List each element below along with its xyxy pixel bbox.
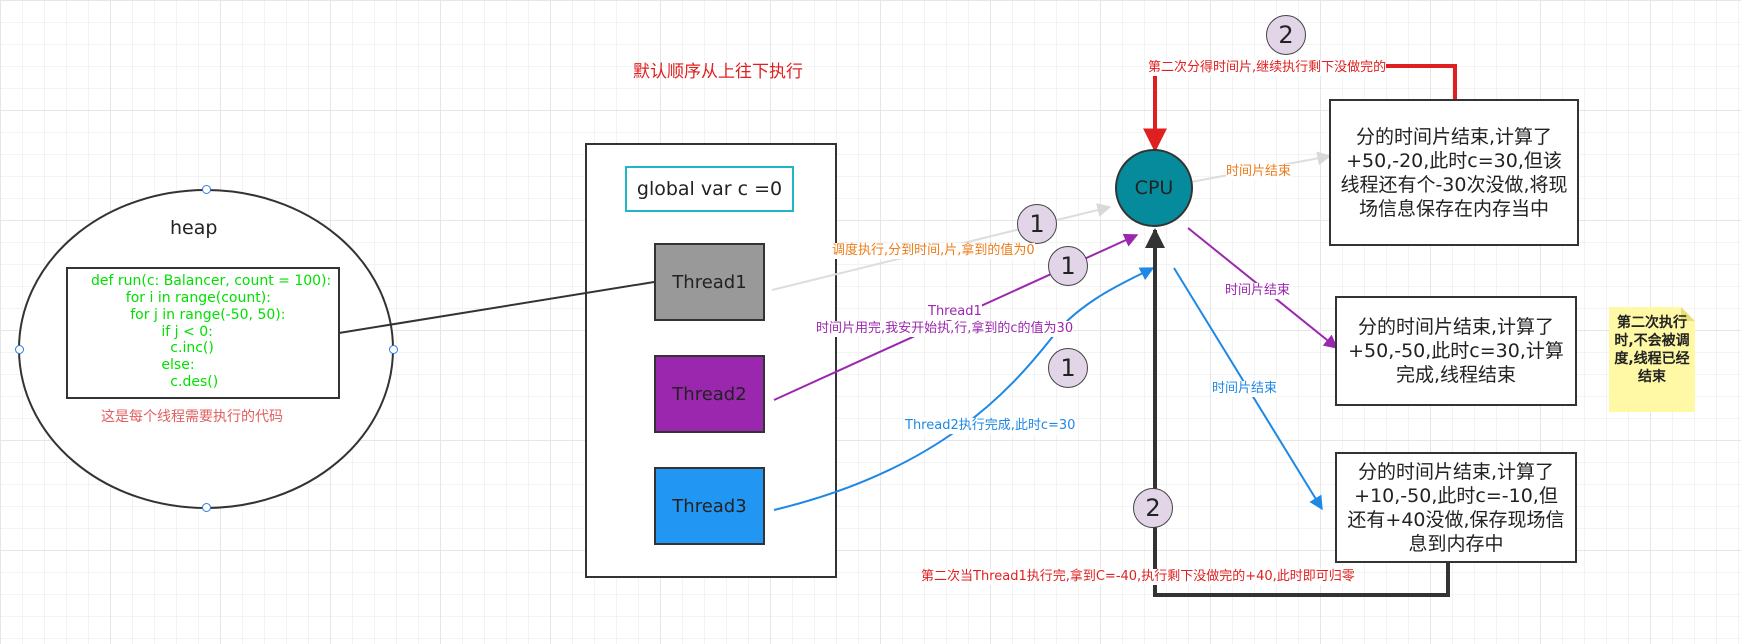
result-box-3[interactable]: 分的时间片结束,计算了+10,-50,此时c=-10,但还有+40没做,保存现场… — [1335, 452, 1577, 563]
slice-end-label-2: 时间片结束 — [1225, 283, 1291, 299]
code-line-4: if j < 0: — [108, 324, 213, 340]
cpu-label: CPU — [1134, 177, 1174, 199]
slice-end-label-3: 时间片结束 — [1212, 381, 1278, 397]
order-note: 默认顺序从上往下执行 — [633, 62, 803, 82]
cpu-node — [1115, 149, 1193, 227]
heap-handle-left[interactable] — [15, 345, 24, 354]
thread3-edge-label: Thread2执行完成,此时c=30 — [905, 418, 1076, 434]
slice-end-label-1: 时间片结束 — [1226, 164, 1292, 180]
step-badge-1-thread3: 1 — [1048, 348, 1088, 388]
thread1-edge-label: 调度执行,分到时间,片,拿到的值为0 — [832, 243, 1035, 259]
thread3-box[interactable]: Thread3 — [654, 467, 765, 545]
code-box — [66, 267, 340, 399]
step-badge-2-bottom: 2 — [1133, 488, 1173, 528]
global-var-box — [625, 166, 794, 212]
thread2-edge-label-2: 时间片用完,我安开始执,行,拿到的c的值为30 — [816, 321, 1074, 337]
second-slice-bottom-arrow — [1145, 228, 1450, 597]
result-box-2[interactable]: 分的时间片结束,计算了+50,-50,此时c=30,计算完成,线程结束 — [1335, 296, 1577, 406]
sticky-note-shape — [1609, 307, 1695, 412]
sticky-note-text: 第二次执行时,不会被调度,线程已经结束 — [1614, 315, 1690, 385]
step-badge-1-thread2: 1 — [1048, 246, 1088, 286]
step-badge-2-top: 2 — [1266, 15, 1306, 55]
code-line-7: c.des() — [108, 374, 219, 390]
result-box-1[interactable]: 分的时间片结束,计算了+50,-20,此时c=30,但该线程还有个-30次没做,… — [1329, 99, 1579, 246]
heap-handle-bottom[interactable] — [202, 503, 211, 512]
heap-thread1-connector — [338, 281, 655, 334]
code-line-6: else: — [108, 357, 195, 373]
sticky-note-fold — [1681, 307, 1695, 321]
code-caption: 这是每个线程需要执行的代码 — [101, 409, 283, 425]
second-slice-top-label: 第二次分得时间片,继续执行剩下没做完的 — [1148, 60, 1387, 76]
second-slice-bottom-label: 第二次当Thread1执行完,拿到C=-40,执行剩下没做完的+40,此时即可归… — [921, 569, 1355, 585]
code-line-1: def run(c: Balancer, count = 100): — [91, 273, 332, 289]
thread2-edge-label-1: Thread1 — [928, 304, 982, 320]
code-line-5: c.inc() — [108, 340, 214, 356]
heap-handle-top[interactable] — [202, 185, 211, 194]
thread3-cpu-arrow — [773, 267, 1155, 511]
heap-handle-right[interactable] — [389, 345, 398, 354]
code-line-3: for j in range(-50, 50): — [108, 307, 286, 323]
code-line-2: for i in range(count): — [108, 290, 271, 306]
thread2-box[interactable]: Thread2 — [654, 355, 765, 433]
thread1-box[interactable]: Thread1 — [654, 243, 765, 321]
step-badge-1-thread1: 1 — [1017, 204, 1057, 244]
global-var-label: global var c =0 — [636, 178, 783, 200]
heap-title: heap — [170, 217, 218, 239]
